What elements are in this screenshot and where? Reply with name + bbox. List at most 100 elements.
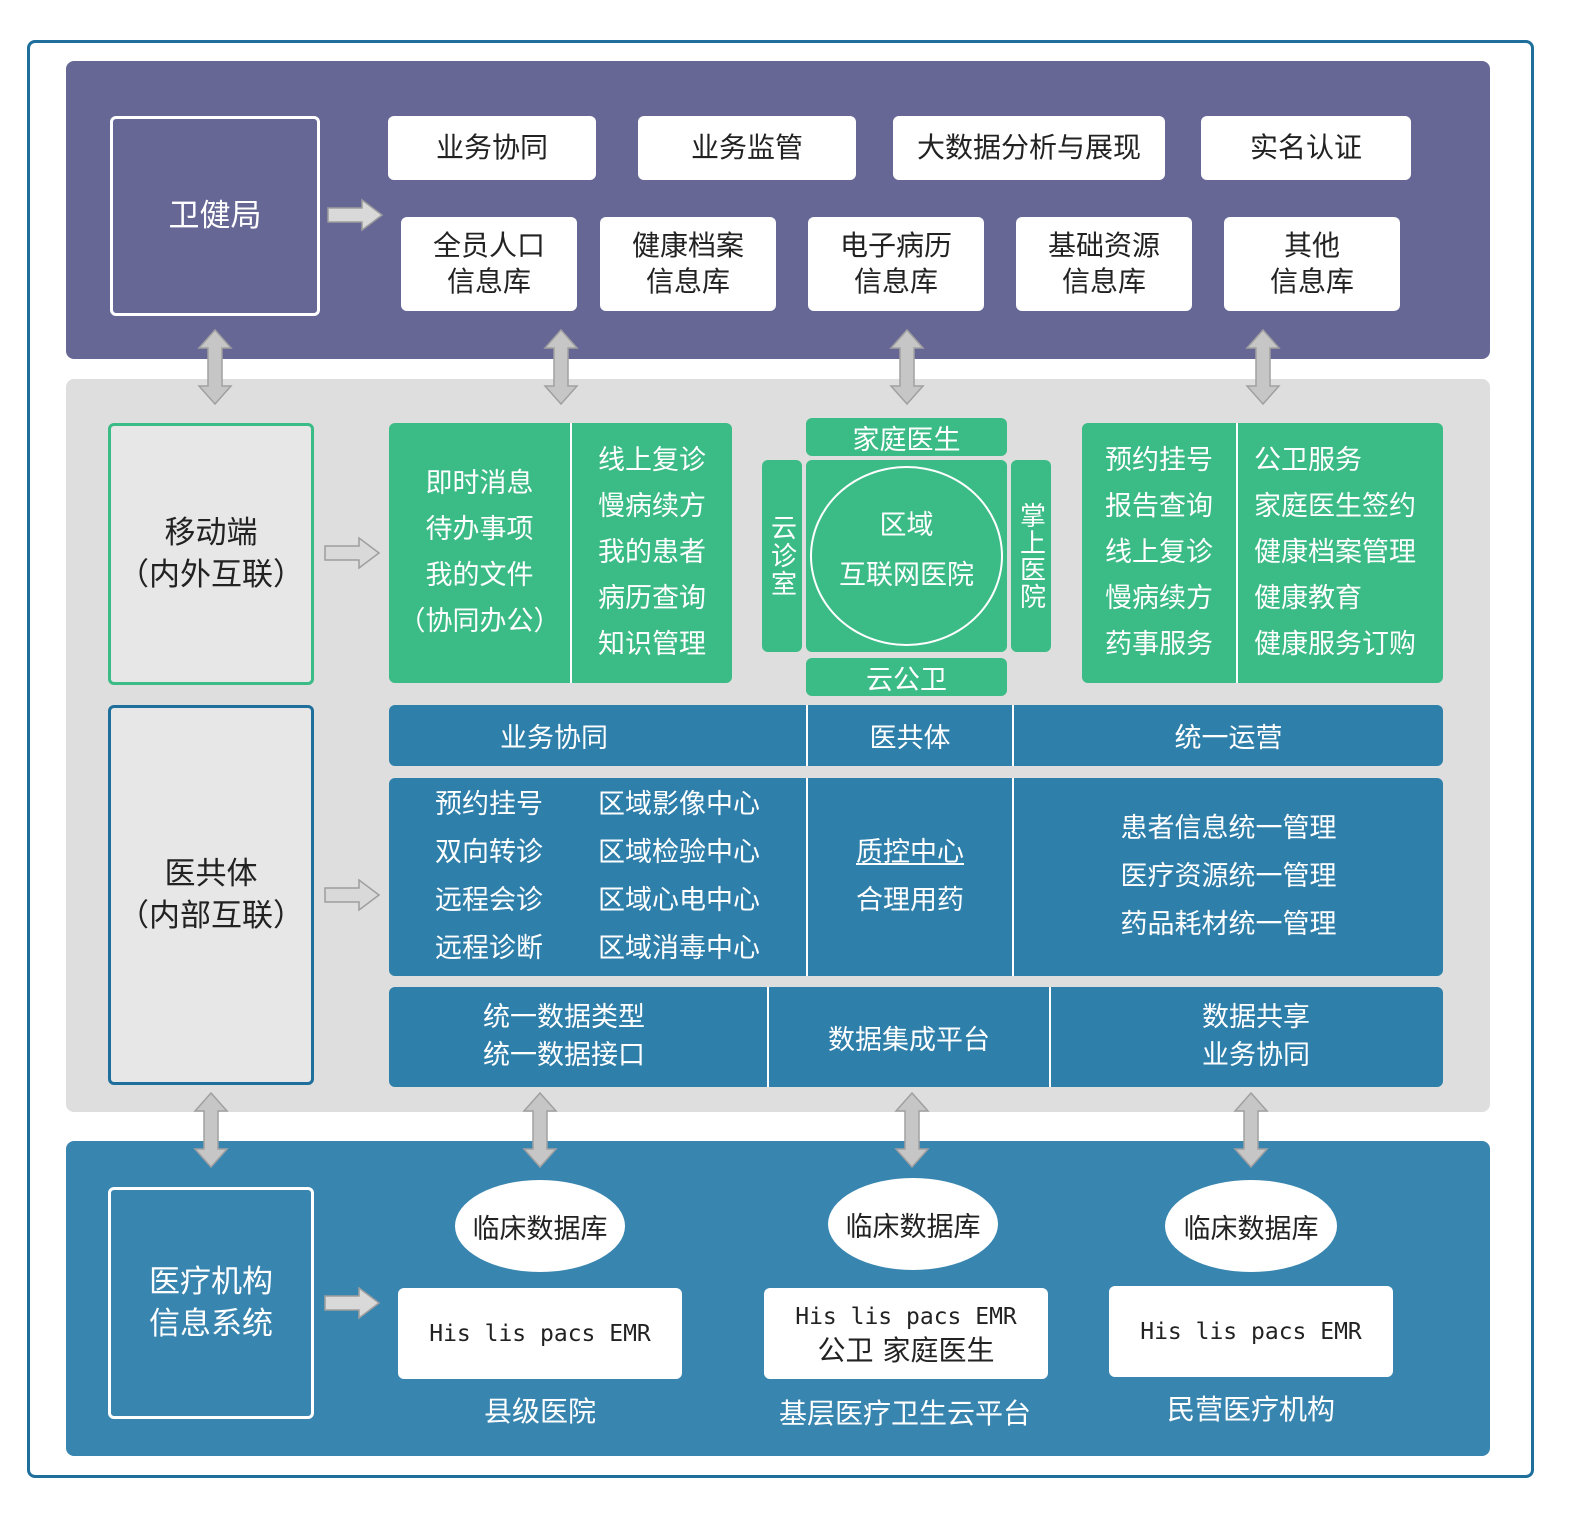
unified-management-item: 患者信息统一管理 — [1120, 813, 1337, 844]
header-alliance: 医共体 — [869, 723, 951, 754]
node-bigdata: 大数据分析与展现 — [893, 116, 1165, 180]
collab-service-item: 远程会诊 — [435, 885, 543, 916]
data-sharing-block: 数据共享 业务协同 — [1051, 987, 1461, 1087]
office-item: 我的文件 — [425, 560, 534, 591]
mobile-label-line1: 移动端 — [164, 515, 258, 551]
regional-center-item: 区域心电中心 — [598, 885, 760, 916]
data-sharing: 数据共享 — [1202, 1002, 1310, 1033]
systems-county: His lis pacs EMR — [398, 1288, 682, 1379]
patient-service-item: 健康档案管理 — [1254, 537, 1416, 568]
medical-alliance-label-line1: 医共体 — [164, 856, 258, 892]
right-arrow-icon — [324, 1287, 380, 1319]
bidirectional-arrow-icon — [194, 1092, 228, 1168]
mobile-label: 移动端 （内外互联） — [108, 423, 314, 685]
clinical-db-grassroots: 临床数据库 — [828, 1178, 998, 1270]
medical-alliance-label: 医共体 （内部互联） — [108, 705, 314, 1085]
collab-service-item: 双向转诊 — [435, 837, 543, 868]
header-unified-ops: 统一运营 — [1174, 723, 1283, 754]
outer-frame — [27, 40, 1534, 1478]
bidirectional-arrow-icon — [523, 1092, 557, 1168]
mobile-label-line2: （内外互联） — [118, 557, 304, 593]
caption-private-institution: 民营医疗机构 — [1166, 1393, 1335, 1426]
office-list: 即时消息 待办事项 我的文件 （协同办公） — [389, 423, 570, 683]
patient-service-item: 报告查询 — [1105, 491, 1213, 522]
mobile-hospital-tab: 掌上医院 — [1011, 460, 1051, 652]
doctor-item: 慢病续方 — [598, 491, 706, 522]
db-basic-resources: 基础资源 信息库 — [1016, 217, 1192, 311]
bidirectional-arrow-icon — [544, 329, 578, 405]
caption-grassroots-cloud: 基层医疗卫生云平台 — [778, 1397, 1031, 1430]
caption-county-hospital: 县级医院 — [483, 1395, 596, 1428]
unified-management-item: 药品耗材统一管理 — [1120, 909, 1337, 940]
db-other: 其他 信息库 — [1224, 217, 1400, 311]
unified-data-block: 统一数据类型 统一数据接口 — [389, 987, 739, 1087]
clinical-db-private: 临床数据库 — [1165, 1180, 1337, 1272]
systems-grassroots-line2: 公卫 家庭医生 — [817, 1333, 995, 1367]
quality-control-center: 质控中心 — [856, 837, 964, 868]
doctor-item: 知识管理 — [598, 629, 706, 660]
patient-service-item: 线上复诊 — [1105, 537, 1213, 568]
medical-alliance-label-line2: （内部互联） — [118, 898, 304, 934]
unified-management-item: 医疗资源统一管理 — [1120, 861, 1337, 892]
rational-medication: 合理用药 — [856, 885, 964, 916]
right-arrow-icon — [324, 537, 380, 569]
systems-grassroots-line1: His lis pacs EMR — [795, 1303, 1017, 1330]
office-item: （协同办公） — [398, 606, 561, 637]
right-arrow-icon — [327, 199, 383, 231]
bidirectional-arrow-icon — [1234, 1092, 1268, 1168]
alliance-content: 预约挂号 双向转诊 远程会诊 远程诊断 区域影像中心 区域检验中心 区域心电中心… — [389, 778, 1443, 976]
db-other-line1: 其他 — [1283, 229, 1340, 262]
data-layer: 统一数据类型 统一数据接口 数据集成平台 数据共享 业务协同 — [389, 987, 1443, 1087]
db-population-line1: 全员人口 — [432, 229, 545, 262]
patient-service-item: 慢病续方 — [1105, 583, 1213, 614]
clinical-db-county: 临床数据库 — [455, 1180, 625, 1272]
internet-hospital-line1: 区域 — [879, 509, 934, 541]
patient-service-item: 健康服务订购 — [1254, 629, 1416, 660]
bidirectional-arrow-icon — [895, 1092, 929, 1168]
db-emr-line1: 电子病历 — [839, 229, 952, 262]
db-population: 全员人口 信息库 — [401, 217, 577, 311]
db-population-line2: 信息库 — [446, 265, 531, 298]
node-realname-auth: 实名认证 — [1201, 116, 1411, 180]
db-health-record: 健康档案 信息库 — [600, 217, 776, 311]
doctor-item: 病历查询 — [598, 583, 706, 614]
db-basic-resources-line1: 基础资源 — [1047, 229, 1160, 262]
patient-services-right: 公卫服务 家庭医生签约 健康档案管理 健康教育 健康服务订购 — [1254, 423, 1443, 683]
collab-services-b: 区域影像中心 区域检验中心 区域心电中心 区域消毒中心 — [589, 778, 769, 976]
internet-hospital-line2: 互联网医院 — [839, 559, 974, 591]
db-emr: 电子病历 信息库 — [808, 217, 984, 311]
office-item: 即时消息 — [425, 468, 534, 499]
unified-data-type: 统一数据类型 — [483, 1002, 645, 1033]
collab-services-a: 预约挂号 双向转诊 远程会诊 远程诊断 — [409, 778, 569, 976]
right-arrow-icon — [324, 879, 380, 911]
quality-list: 质控中心 合理用药 — [808, 778, 1012, 976]
patient-service-item: 公卫服务 — [1254, 445, 1362, 476]
db-health-record-line2: 信息库 — [645, 265, 730, 298]
internet-hospital-core: 区域 互联网医院 — [806, 460, 1007, 652]
systems-private: His lis pacs EMR — [1109, 1286, 1393, 1377]
institutions-label: 医疗机构 信息系统 — [108, 1187, 314, 1419]
db-basic-resources-line2: 信息库 — [1061, 265, 1146, 298]
regional-center-item: 区域影像中心 — [598, 789, 760, 820]
institutions-label-line2: 信息系统 — [149, 1306, 273, 1342]
node-business-collab: 业务协同 — [388, 116, 596, 180]
cloud-clinic-tab: 云诊室 — [762, 460, 802, 652]
db-other-line2: 信息库 — [1269, 265, 1354, 298]
db-health-record-line1: 健康档案 — [631, 229, 744, 262]
health-bureau-label: 卫健局 — [110, 116, 320, 316]
unified-management-list: 患者信息统一管理 医疗资源统一管理 药品耗材统一管理 — [1014, 778, 1443, 976]
collab-service-item: 预约挂号 — [435, 789, 543, 820]
patient-service-item: 预约挂号 — [1105, 445, 1213, 476]
doctor-list: 线上复诊 慢病续方 我的患者 病历查询 知识管理 — [572, 423, 732, 683]
bidirectional-arrow-icon — [198, 329, 232, 405]
regional-center-item: 区域检验中心 — [598, 837, 760, 868]
patient-services-left: 预约挂号 报告查询 线上复诊 慢病续方 药事服务 — [1082, 423, 1236, 683]
regional-center-item: 区域消毒中心 — [598, 933, 760, 964]
patient-service-item: 药事服务 — [1105, 629, 1213, 660]
unified-data-interface: 统一数据接口 — [483, 1040, 645, 1071]
office-item: 待办事项 — [425, 514, 534, 545]
header-business-collab: 业务协同 — [500, 723, 608, 754]
doctor-item: 线上复诊 — [598, 445, 706, 476]
patient-service-item: 家庭医生签约 — [1254, 491, 1416, 522]
